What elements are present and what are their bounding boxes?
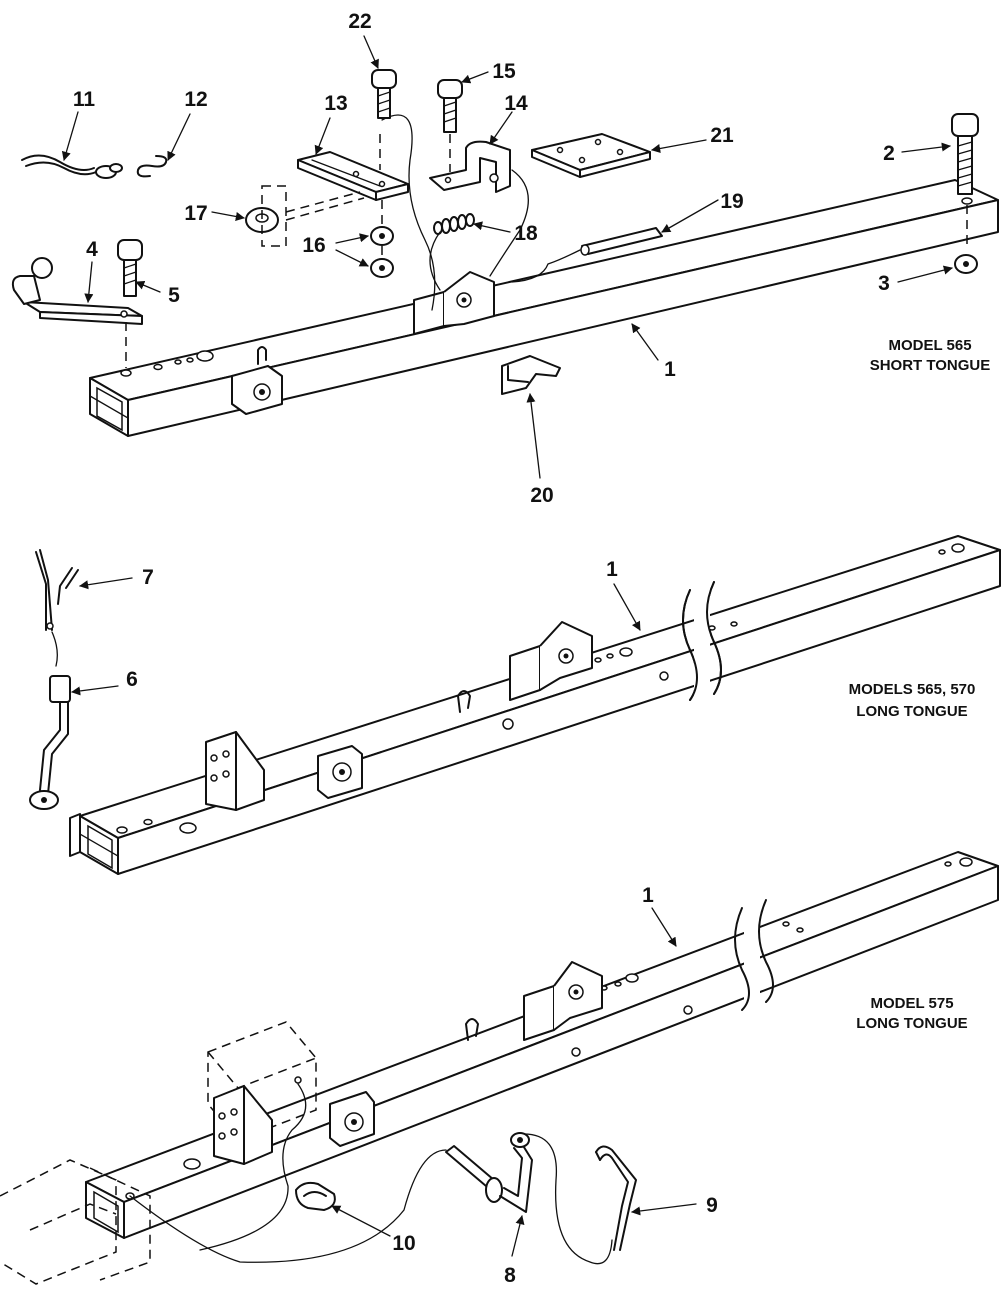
callout-12: 12 (184, 88, 207, 111)
caption-short-tongue-model: MODEL 565 (888, 337, 971, 354)
captions: MODEL 565 SHORT TONGUE MODELS 565, 570 L… (849, 337, 991, 1032)
pin-7 (35, 549, 79, 631)
callout-21: 21 (710, 124, 734, 147)
callout-10: 10 (392, 1232, 415, 1255)
callout-5: 5 (168, 284, 180, 307)
bolt-5 (117, 239, 143, 297)
callout-arrows (61, 35, 953, 1257)
callout-1-long-565-570: 1 (606, 558, 618, 581)
bracket-14 (429, 140, 511, 193)
callout-11: 11 (73, 88, 96, 111)
plate-21 (531, 133, 651, 178)
pin-9 (595, 1145, 637, 1251)
short-tongue-assembly (11, 69, 999, 437)
callout-1-short: 1 (664, 358, 676, 381)
callout-8: 8 (504, 1264, 516, 1287)
callout-4: 4 (86, 238, 98, 261)
spring-18 (433, 213, 475, 235)
link-plate-13 (297, 151, 409, 201)
lever-4 (11, 257, 143, 325)
callout-1-long-575: 1 (642, 884, 654, 907)
short-tongue-tube (89, 179, 999, 437)
bolt-2 (951, 113, 979, 195)
safety-chain-11 (21, 154, 123, 179)
caption-long-565-570-model: MODELS 565, 570 (849, 681, 976, 698)
callout-7: 7 (142, 566, 154, 589)
callout-3: 3 (878, 272, 890, 295)
callout-6: 6 (126, 668, 138, 691)
caption-long-575-model: MODEL 575 (870, 995, 953, 1012)
callout-2: 2 (883, 142, 895, 165)
long-tongue-575-assembly (0, 851, 999, 1285)
long-tongue-565-570-assembly (29, 535, 1001, 875)
handle-6 (29, 675, 71, 810)
callout-16: 16 (302, 234, 325, 257)
pin-8 (445, 1132, 533, 1213)
pin-19 (580, 227, 663, 256)
bolt-22 (371, 69, 397, 119)
callout-labels: 1 2 3 4 5 11 12 13 14 15 16 17 18 19 20 … (73, 10, 895, 1287)
callout-9: 9 (706, 1194, 718, 1217)
bolt-15 (437, 79, 463, 133)
callout-18: 18 (514, 222, 538, 245)
callout-13: 13 (324, 92, 347, 115)
nut-3 (954, 254, 978, 274)
caption-long-575-type: LONG TONGUE (856, 1015, 967, 1032)
caption-long-565-570-type: LONG TONGUE (856, 703, 967, 720)
callout-14: 14 (504, 92, 528, 115)
callout-15: 15 (492, 60, 516, 83)
nut-16b (370, 258, 394, 278)
callout-20: 20 (530, 484, 553, 507)
callout-19: 19 (720, 190, 743, 213)
clip-10 (295, 1181, 336, 1211)
callout-17: 17 (184, 202, 207, 225)
callout-22: 22 (348, 10, 371, 33)
clip-20 (501, 355, 561, 395)
caption-short-tongue-type: SHORT TONGUE (870, 357, 991, 374)
nut-16a (370, 226, 394, 246)
s-hook-12 (136, 155, 168, 178)
